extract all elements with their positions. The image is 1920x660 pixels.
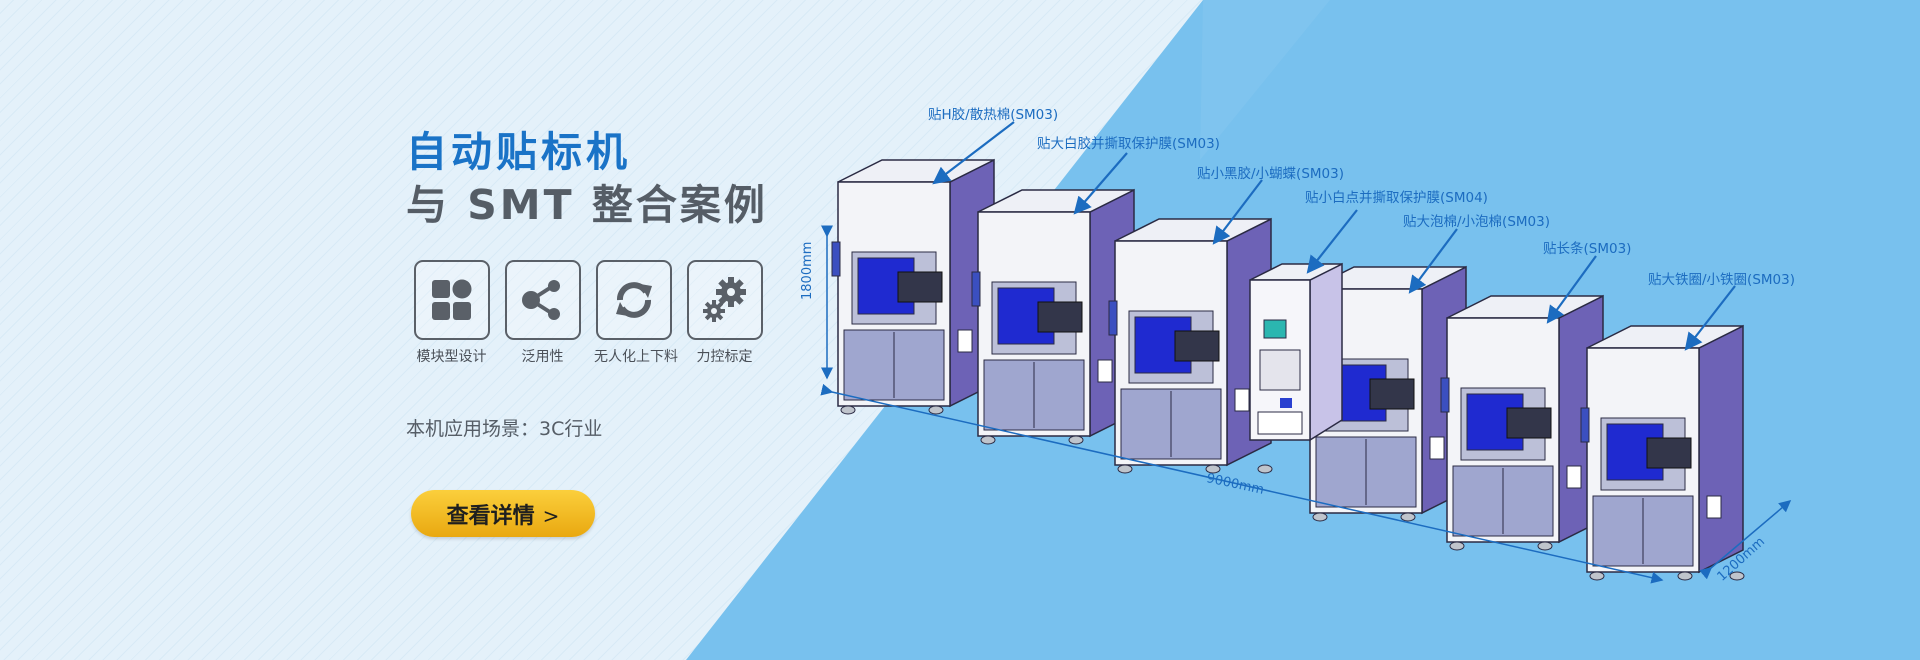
control-unit-button bbox=[1280, 398, 1292, 408]
machine-monitor bbox=[1369, 378, 1415, 410]
machine-side-port bbox=[1706, 495, 1722, 519]
feature-box bbox=[686, 260, 763, 340]
control-unit bbox=[1249, 262, 1343, 442]
machine-control-strip bbox=[831, 241, 841, 277]
machine-foot bbox=[1400, 512, 1416, 522]
feature-box bbox=[595, 260, 672, 340]
callout-arrow bbox=[1684, 285, 1736, 351]
callout-label: 贴H胶/散热棉(SM03) bbox=[928, 107, 1059, 123]
feature-force-calibration: 力控标定 bbox=[685, 260, 764, 366]
feature-unmanned-loading: 无人化上下料 bbox=[594, 260, 678, 366]
machine-control-strip bbox=[971, 271, 981, 307]
feature-versatility: 泛用性 bbox=[503, 260, 582, 366]
callout-label: 贴大泡棉/小泡棉(SM03) bbox=[1403, 214, 1550, 230]
machine-side-port bbox=[1429, 436, 1445, 460]
machine-monitor bbox=[1506, 407, 1552, 439]
callout-label: 贴长条(SM03) bbox=[1543, 241, 1632, 257]
machine-control-strip bbox=[1580, 407, 1590, 443]
callout-arrow bbox=[1546, 255, 1597, 324]
modules-icon bbox=[431, 279, 471, 320]
length-dimension-line bbox=[820, 383, 1664, 584]
feature-box bbox=[504, 260, 581, 340]
machine-unit bbox=[1108, 217, 1273, 474]
machine-control-strip bbox=[1440, 377, 1450, 413]
machine-side-port bbox=[1566, 465, 1582, 489]
feature-label: 无人化上下料 bbox=[594, 349, 678, 365]
callout-arrow bbox=[1073, 152, 1128, 215]
machine-side-panel bbox=[1698, 324, 1744, 574]
callout-label: 贴大白胶并撕取保护膜(SM03) bbox=[1037, 136, 1220, 152]
machine-foot bbox=[1312, 512, 1328, 522]
machine-foot bbox=[1677, 571, 1693, 581]
control-unit-drawer bbox=[1257, 411, 1303, 435]
machine-foot bbox=[1257, 464, 1273, 474]
callout-arrow bbox=[1408, 228, 1458, 294]
machine-side-port bbox=[957, 329, 973, 353]
feature-modular: 模块型设计 bbox=[412, 260, 491, 366]
control-unit-panel bbox=[1259, 349, 1301, 391]
machine-control-strip bbox=[1108, 300, 1118, 336]
feature-label: 力控标定 bbox=[696, 349, 753, 365]
callout-label: 贴小黑胶/小蝴蝶(SM03) bbox=[1197, 166, 1344, 182]
machine-unit bbox=[1440, 294, 1605, 551]
gear-icon bbox=[702, 277, 746, 322]
depth-dimension-line bbox=[1699, 500, 1792, 580]
chevron-right-icon: > bbox=[542, 503, 560, 528]
machine-foot bbox=[1589, 571, 1605, 581]
machine-foot bbox=[928, 405, 944, 415]
feature-label: 泛用性 bbox=[521, 349, 564, 365]
headline: 自动贴标机 与 SMT 整合案例 bbox=[406, 132, 768, 226]
view-details-button[interactable]: 查看详情 > bbox=[411, 490, 595, 537]
refresh-icon bbox=[615, 282, 652, 318]
machine-foot bbox=[1068, 435, 1084, 445]
feature-box bbox=[413, 260, 490, 340]
callout-arrow bbox=[1306, 209, 1358, 274]
feature-label: 模块型设计 bbox=[416, 349, 487, 365]
machine-foot bbox=[1117, 464, 1133, 474]
machine-monitor bbox=[1174, 330, 1220, 362]
view-details-label: 查看详情 bbox=[446, 503, 535, 529]
machine-foot bbox=[1537, 541, 1553, 551]
share-icon bbox=[521, 280, 560, 320]
machine-side-port bbox=[1097, 359, 1113, 383]
machine-foot bbox=[840, 405, 856, 415]
feature-list: 模块型设计 泛用性 bbox=[412, 260, 764, 366]
control-unit-side bbox=[1309, 262, 1343, 442]
callout-arrow bbox=[1212, 179, 1263, 245]
callout-label: 贴小白点并撕取保护膜(SM04) bbox=[1305, 190, 1488, 206]
machine-unit bbox=[831, 158, 996, 415]
callout-label: 贴大铁圈/小铁圈(SM03) bbox=[1648, 272, 1795, 288]
machine-monitor bbox=[1646, 437, 1692, 469]
headline-title: 自动贴标机 bbox=[406, 128, 631, 176]
machine-side-port bbox=[1234, 388, 1250, 412]
callout-arrow bbox=[932, 121, 1015, 185]
machine-foot bbox=[980, 435, 996, 445]
machine-foot bbox=[1449, 541, 1465, 551]
headline-subtitle: 与 SMT 整合案例 bbox=[406, 181, 768, 229]
machine-monitor bbox=[897, 271, 943, 303]
control-unit-screen bbox=[1263, 319, 1287, 339]
height-dimension-label: 1800mm bbox=[800, 241, 815, 300]
machine-monitor bbox=[1037, 301, 1083, 333]
machine-unit bbox=[1580, 324, 1745, 581]
application-scene: 本机应用场景：3C行业 bbox=[406, 418, 603, 440]
